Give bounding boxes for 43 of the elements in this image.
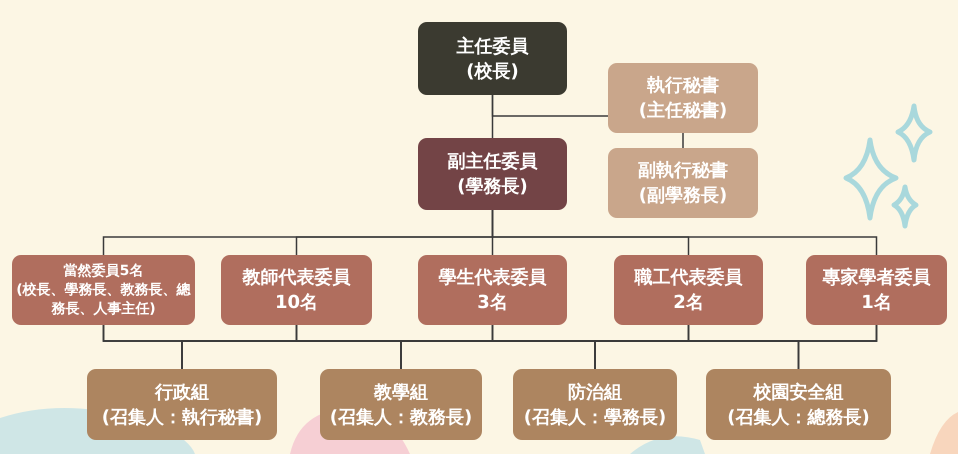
box-text: 3名 xyxy=(477,291,508,315)
box-text: 教學組 xyxy=(374,380,428,404)
box-text: (主任秘書) xyxy=(638,99,728,123)
member-box xyxy=(614,255,763,325)
member-box xyxy=(12,255,195,325)
connector-line xyxy=(682,133,684,148)
box-text: 2名 xyxy=(673,291,704,315)
box-text: (召集人：教務長) xyxy=(330,406,472,430)
member-box xyxy=(806,255,947,325)
connector-line xyxy=(492,210,878,255)
box-text: 職工代表委員 xyxy=(634,266,742,290)
box-text: 副執行秘書 xyxy=(638,159,728,183)
box-text: 當然委員5名 xyxy=(64,262,144,280)
box-text: (副學務長) xyxy=(638,184,728,208)
box-text: (召集人：學務長) xyxy=(524,406,666,430)
group-box xyxy=(87,369,277,440)
box-text: 學生代表委員 xyxy=(438,266,546,290)
group-box xyxy=(513,369,677,440)
top-box xyxy=(418,22,567,95)
connector-line xyxy=(798,325,878,369)
box-text: 教師代表委員 xyxy=(242,266,350,290)
box-text: (校長、學務長、教務長、總務長、人事主任) xyxy=(15,280,192,318)
box-text: 10名 xyxy=(274,291,318,315)
box-text: 校園安全組 xyxy=(754,380,844,404)
deputy-box xyxy=(418,138,567,210)
box-text: (學務長) xyxy=(457,175,528,199)
box-text: 主任委員 xyxy=(456,34,528,58)
group-box xyxy=(320,369,482,440)
secretary-box xyxy=(608,63,758,133)
group-box xyxy=(706,369,891,440)
secretary-box xyxy=(608,148,758,218)
box-text: 副主任委員 xyxy=(448,150,538,174)
member-box xyxy=(221,255,372,325)
box-text: (校長) xyxy=(466,60,519,84)
member-box xyxy=(418,255,567,325)
box-text: 執行秘書 xyxy=(647,74,719,98)
connector-line xyxy=(492,95,608,117)
box-text: (召集人：執行秘書) xyxy=(102,406,262,430)
box-text: 行政組 xyxy=(155,380,209,404)
box-text: 專家學者委員 xyxy=(822,266,930,290)
box-text: (召集人：總務長) xyxy=(727,406,870,430)
box-text: 防治組 xyxy=(568,380,622,404)
box-text: 1名 xyxy=(861,291,892,315)
